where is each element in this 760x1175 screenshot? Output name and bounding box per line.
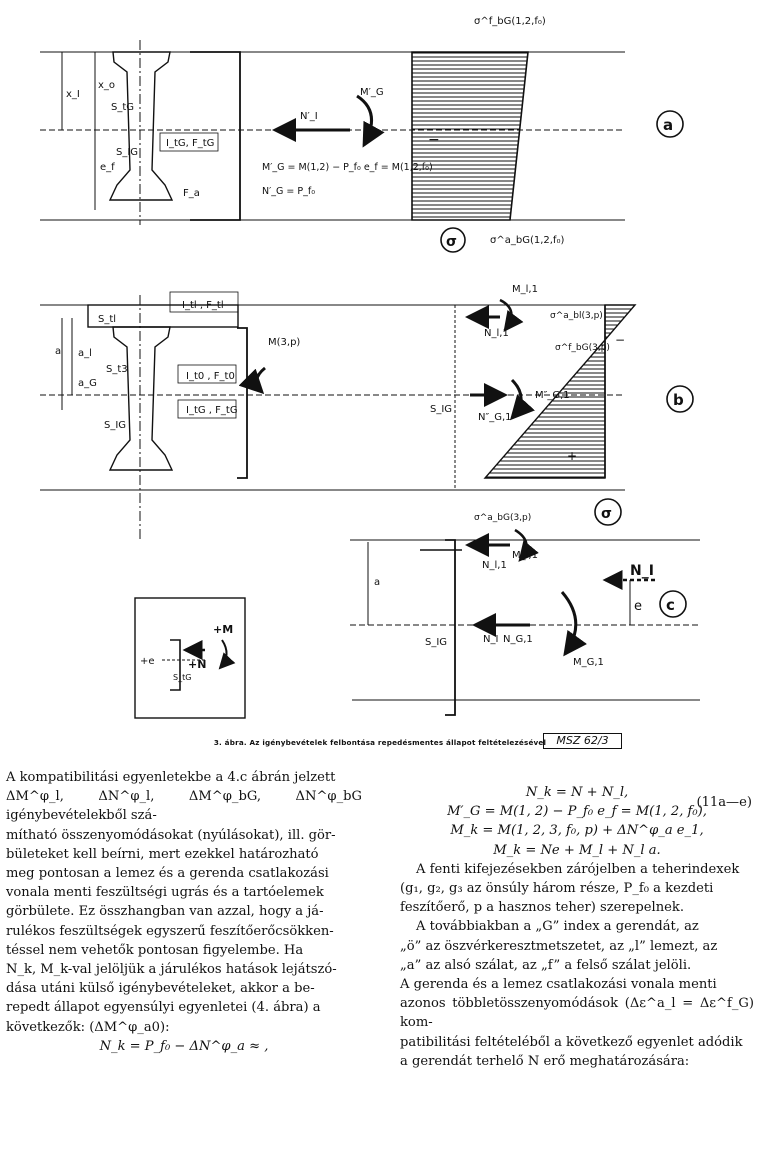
- label-b-NG1: N″_G,1: [478, 412, 512, 423]
- label-c-MG1: M_G,1: [573, 657, 604, 668]
- equation-4: M_k = Ne + M_l + N_l a.: [493, 842, 661, 858]
- label-b-SIG2: S_IG: [430, 404, 452, 415]
- sigma-a: σ: [446, 234, 457, 250]
- sigma-b: σ: [601, 506, 612, 522]
- label-c-a: a: [374, 577, 380, 588]
- paragraph-line: (g₁, g₂, g₃ az önsúly három része, P_f₀ …: [400, 881, 714, 897]
- inset-e: +e: [140, 656, 155, 667]
- panel-b-label: b: [673, 391, 684, 409]
- left-line: vonala menti feszültségi ugrás és a tart…: [6, 885, 324, 901]
- left-equation: N_k = P_f₀ − ΔN^φ_a ≈ ,: [99, 1038, 269, 1054]
- label-b-Itl: I_tl , F_tl: [182, 300, 224, 311]
- left-line: N_k, M_k-val jelöljük a járulékos hatáso…: [6, 962, 337, 978]
- paragraph-line: A továbbiakban a „G” index a gerendát, a…: [416, 919, 699, 935]
- left-line: ΔM^φ_l, ΔN^φ_l, ΔM^φ_bG, ΔN^φ_bG igénybe…: [6, 789, 362, 824]
- left-line: következők: (ΔM^φ_a0):: [6, 1019, 170, 1035]
- paragraph-line: A gerenda és a lemez csatlakozási vonala…: [400, 977, 717, 993]
- inset-N: +N: [188, 658, 206, 671]
- label-b-MG1: M″_G,1: [535, 390, 570, 401]
- label-b-Ml1: M_l,1: [512, 284, 538, 295]
- label-a-eq1: M′_G = M(1,2) − P_f₀ e_f = M(1,2,f₀): [262, 162, 433, 173]
- equation-block: N_k = N + N_l, M′_G = M(1, 2) − P_f₀ e_f…: [400, 783, 754, 860]
- panel-a: [40, 40, 684, 253]
- label-a-bottom-stress: σ^a_bG(1,2,f₀): [490, 235, 564, 246]
- label-c-NG1: N_G,1: [503, 634, 533, 645]
- label-b-ItG: I_tG , F_tG: [186, 405, 238, 416]
- equation-number: (11a—e): [696, 795, 752, 810]
- paragraph-line: „a” az alsó szálat, az „f” a felső szála…: [400, 957, 692, 973]
- panel-b: [40, 291, 694, 540]
- label-b-sigma-top2: σ^f_bG(3,p): [555, 343, 610, 353]
- label-b-Nl1: N_l,1: [484, 328, 509, 339]
- label-a-ItG: I_tG, F_tG: [166, 138, 214, 149]
- panel-c: [134, 528, 700, 719]
- label-b-plus: +: [567, 449, 577, 463]
- label-a-ef: e_f: [100, 162, 115, 173]
- left-column: A kompatibilitási egyenletekbe a 4.c ábr…: [6, 768, 362, 1056]
- equation-2: M′_G = M(1, 2) − P_f₀ e_f = M(1, 2, f₀),: [447, 804, 707, 820]
- label-c-NI: N_I: [483, 634, 498, 645]
- figure-3: σ^f_bG(1,2,f₀) σ^a_bG(1,2,f₀) x_I x_o S_…: [40, 16, 700, 719]
- label-a-Fa: F_a: [183, 188, 200, 199]
- label-a-minus: −: [428, 132, 440, 148]
- label-a-StG: S_tG: [111, 102, 134, 113]
- equation-3: M_k = M(1, 2, 3, f₀, p) + ΔN^φ_a e_1,: [450, 823, 704, 839]
- paragraph-line: feszítőerő, p a hasznos teher) szerepeln…: [400, 900, 685, 916]
- label-b-M3p: M(3,p): [268, 337, 300, 348]
- label-a-xo: x_o: [98, 80, 115, 91]
- left-line: dása utáni külső igénybevételeket, akkor…: [6, 981, 315, 997]
- label-c-Nl1: N_l,1: [482, 560, 507, 571]
- paragraph-line: A fenti kifejezésekben zárójelben a tehe…: [416, 861, 740, 877]
- paragraph-line: patibilitási feltételéből a következő eg…: [400, 1034, 743, 1050]
- inset-M: +M: [213, 623, 233, 636]
- left-line: rulékos feszültségek egyszerű feszítőerő…: [6, 923, 334, 939]
- label-c-e: e: [634, 599, 642, 614]
- label-c-Ml1: M_l,1: [512, 550, 538, 561]
- left-line: bületeket kell beírni, mert ezekkel hatá…: [6, 846, 319, 862]
- figure-caption: 3. ábra. Az igénybevételek felbontása re…: [213, 738, 547, 747]
- panel-a-label: a: [663, 116, 673, 134]
- paragraph-line: azonos többletösszenyomódások (Δε^a_l = …: [400, 996, 754, 1031]
- label-a-top-stress: σ^f_bG(1,2,f₀): [474, 16, 546, 27]
- label-c-SIG: S_IG: [425, 637, 447, 648]
- label-c-NI-big: N_I: [630, 563, 654, 579]
- label-b-SIG: S_IG: [104, 420, 126, 431]
- paragraph-line: a gerendát terhelő N erő meghatározására…: [400, 1053, 690, 1069]
- panel-c-label: c: [666, 596, 675, 614]
- paragraph-line: „ö” az öszvérkeresztmetszetet, az „l” le…: [400, 938, 718, 954]
- label-b-aG: a_G: [78, 378, 97, 389]
- label-a-eq2: N′_G = P_f₀: [262, 186, 315, 197]
- label-b-a: a: [55, 346, 61, 357]
- left-line: görbülete. Ez összhangban van azzal, hog…: [6, 904, 324, 920]
- left-line: repedt állapot egyensúlyi egyenletei (4.…: [6, 1000, 321, 1016]
- label-b-St3: S_t3: [106, 364, 128, 375]
- equation-1: N_k = N + N_l,: [525, 785, 629, 800]
- figure-code: MSZ 62/3: [543, 733, 622, 749]
- label-b-Stl: S_tl: [98, 314, 116, 325]
- inset-S: S_tG: [173, 673, 191, 682]
- label-a-NI: N′_I: [300, 111, 318, 122]
- label-b-al: a_l: [78, 348, 92, 359]
- left-line: téssel nem vehetők pontosan figyelembe. …: [6, 942, 304, 958]
- left-line: mítható összenyomódásokat (nyúlásokat), …: [6, 827, 336, 843]
- label-b-sigma-bottom: σ^a_bG(3,p): [474, 513, 531, 523]
- label-a-xI: x_I: [66, 89, 80, 100]
- label-b-sigma-top: σ^a_bl(3,p): [550, 311, 603, 321]
- left-line: meg pontosan a lemez és a gerenda csatla…: [6, 866, 329, 882]
- right-column: N_k = N + N_l, M′_G = M(1, 2) − P_f₀ e_f…: [400, 783, 754, 1071]
- label-a-MG: M′_G: [360, 87, 384, 98]
- label-b-minus: −: [615, 333, 625, 347]
- label-b-It0: I_t0 , F_t0: [186, 371, 235, 382]
- label-a-SIG: S_IG: [116, 147, 138, 158]
- left-line: A kompatibilitási egyenletekbe a 4.c ábr…: [6, 770, 336, 785]
